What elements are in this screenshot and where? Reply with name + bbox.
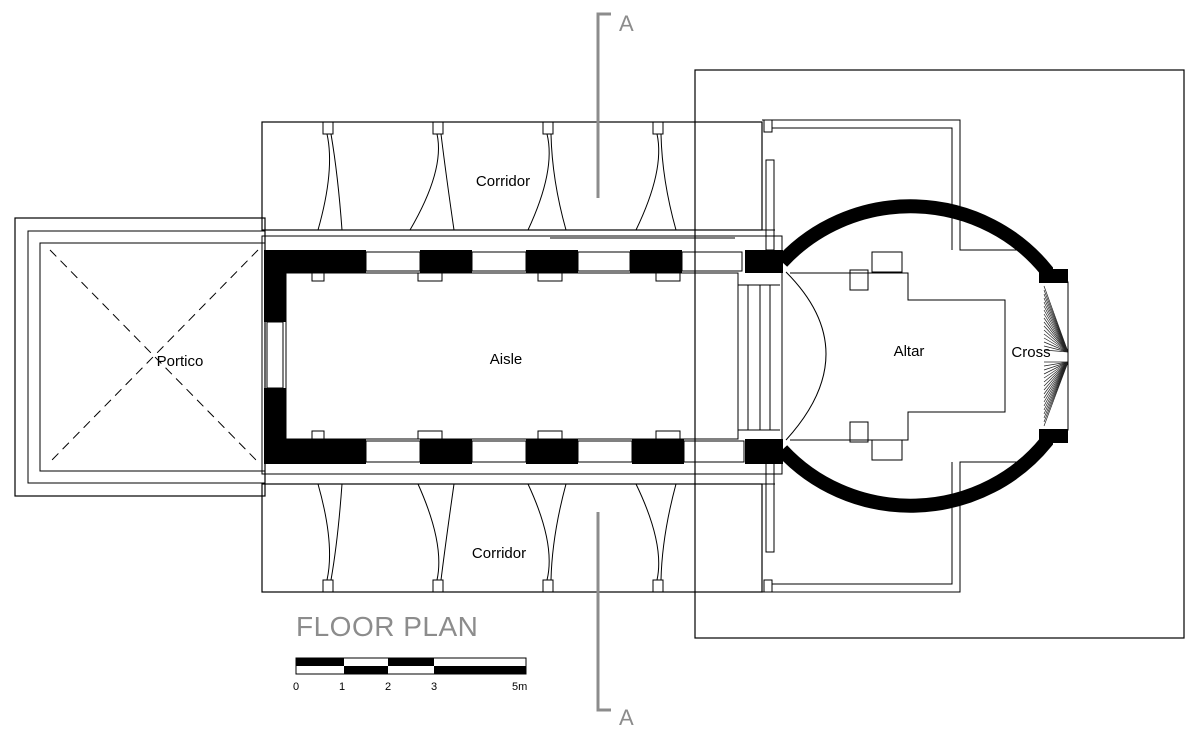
louvre-line (1043, 361, 1069, 383)
scale-tick-label: 5m (512, 681, 527, 693)
louvre-line (1043, 361, 1069, 403)
louvre-line (1043, 361, 1069, 391)
nave-walls (261, 235, 783, 475)
louvre-line (1043, 361, 1069, 371)
portico-structure (14, 217, 266, 497)
louvre-line (1043, 361, 1069, 395)
portico-label: Portico (157, 353, 204, 370)
louvre-line (1043, 361, 1069, 387)
louvre-line (1043, 341, 1069, 353)
cross-window-louvres (1043, 281, 1069, 431)
section-line-bottom (596, 512, 611, 712)
aisle-label: Aisle (490, 351, 523, 368)
north-corridor (261, 121, 775, 239)
louvre-line (1043, 345, 1069, 353)
scale-tick-label: 2 (385, 681, 391, 693)
south-corridor (261, 483, 775, 593)
corridor-north-label: Corridor (476, 173, 530, 190)
scale-tick-label: 1 (339, 681, 345, 693)
cross-window-frame (1044, 281, 1069, 431)
louvre-line (1043, 349, 1069, 353)
louvre-line (1043, 317, 1069, 353)
scale-bar-ticks: 0 1 2 3 5m (293, 681, 527, 693)
louvre-line (1043, 313, 1069, 353)
scale-bar (295, 657, 527, 675)
plan-title: FLOOR PLAN (296, 611, 478, 642)
section-mark-top: A (619, 11, 634, 36)
louvre-line (1043, 329, 1069, 353)
louvre-line (1043, 361, 1069, 379)
scale-tick-label: 0 (293, 681, 299, 693)
apse (776, 199, 1068, 513)
corridor-south-label: Corridor (472, 545, 526, 562)
sanctuary-enclosure (694, 69, 1185, 639)
louvre-line (1043, 333, 1069, 353)
section-mark-bottom: A (619, 705, 634, 730)
altar-label: Altar (894, 343, 925, 360)
louvre-line (1043, 361, 1069, 375)
louvre-line (1043, 321, 1069, 353)
louvre-line (1043, 309, 1069, 353)
louvre-line (1043, 361, 1069, 399)
cross-label: Cross (1011, 344, 1050, 361)
louvre-line (1043, 337, 1069, 353)
louvre-line (1043, 361, 1069, 367)
section-line-top (596, 12, 611, 198)
louvre-line (1043, 325, 1069, 353)
scale-tick-label: 3 (431, 681, 437, 693)
